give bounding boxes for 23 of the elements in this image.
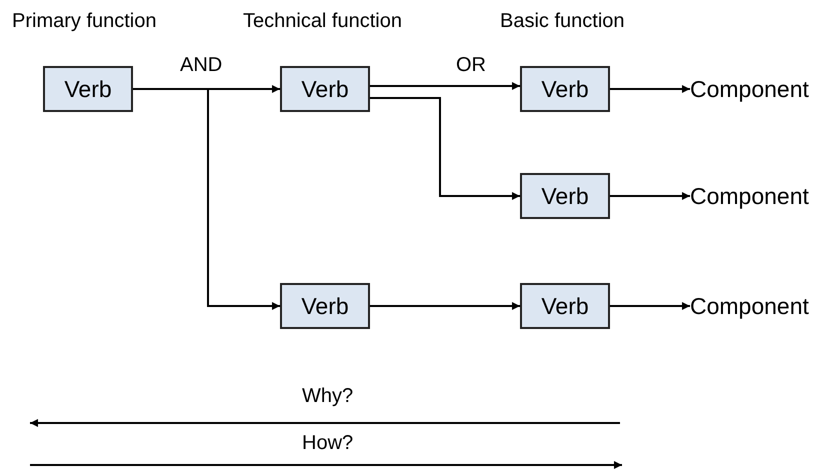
arrow: [370, 302, 520, 310]
component-label: Component: [690, 180, 827, 212]
process-box: Verb: [520, 173, 610, 219]
direction-label: Why?: [302, 385, 354, 408]
process-box: Verb: [520, 66, 610, 112]
column-heading: Technical function: [243, 10, 402, 33]
component-label: Component: [690, 290, 827, 322]
direction-label: How?: [302, 432, 354, 455]
logic-label: AND: [180, 54, 222, 77]
arrow: [370, 82, 520, 90]
arrow: [370, 97, 520, 200]
arrow: [133, 88, 280, 310]
component-label: Component: [690, 73, 827, 105]
arrow: [610, 302, 690, 310]
arrow: [610, 85, 690, 93]
process-box: Verb: [43, 66, 133, 112]
column-heading: Primary function: [12, 10, 156, 33]
process-box: Verb: [280, 66, 370, 112]
arrow: [610, 192, 690, 200]
process-box: Verb: [520, 283, 610, 329]
logic-label: OR: [456, 54, 486, 77]
process-box: Verb: [280, 283, 370, 329]
column-heading: Basic function: [500, 10, 625, 33]
